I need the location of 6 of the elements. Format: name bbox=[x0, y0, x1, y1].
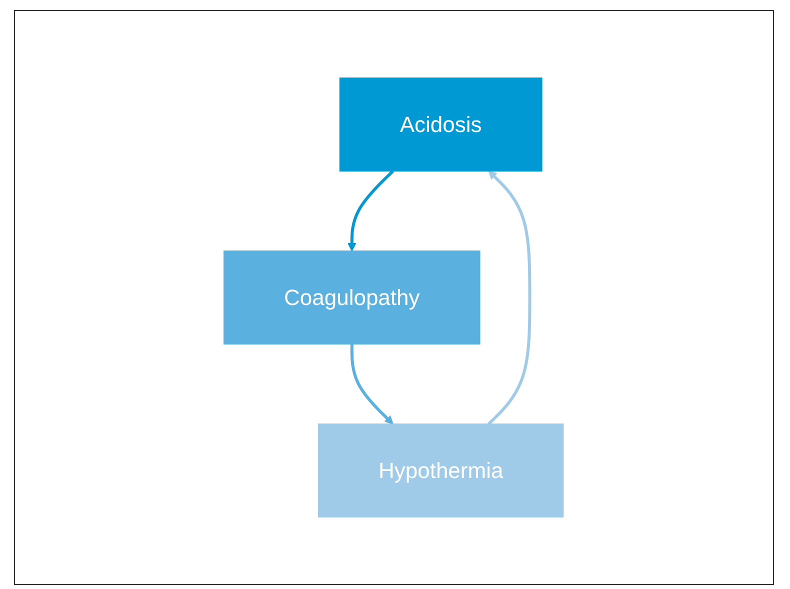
arrow bbox=[488, 170, 532, 426]
node-box: Coagulopathy bbox=[224, 250, 481, 344]
arrow bbox=[350, 344, 394, 424]
node-box: Hypothermia bbox=[318, 424, 564, 518]
node-box: Acidosis bbox=[340, 78, 543, 172]
arrow bbox=[348, 170, 394, 252]
